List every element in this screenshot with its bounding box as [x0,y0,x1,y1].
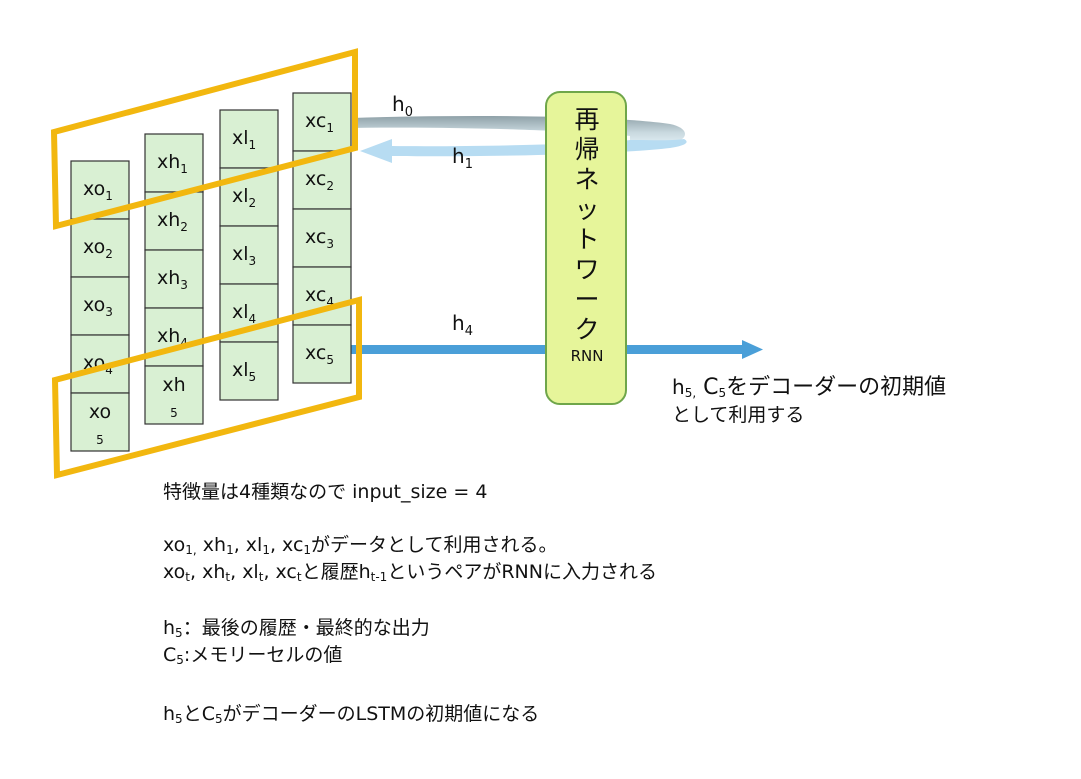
output-note-line2: として利用する [672,404,805,426]
cell-label-xc-1: xc1 [305,110,334,135]
rnn-label-char: ク [574,315,600,344]
h0-label: h0 [392,92,413,120]
input-size-text: 特徴量は4種類なので input_size = 4 [163,481,488,503]
cell-xh-5 [144,365,204,425]
h1-arrow [360,139,687,163]
data-usage-line2: xot, xht, xlt, xctと履歴ht-1というペアがRNNに入力される [163,561,657,584]
rnn-label-char: ト [574,225,600,254]
cell-xh-1 [144,133,204,193]
cell-label-xl-1: xl1 [232,127,256,152]
decoder-init-text: h5とC5がデコーダーのLSTMの初期値になる [163,703,540,726]
cell-xl-5 [219,341,279,401]
rnn-label-char: 帰 [574,135,600,164]
cell-label-xl-3: xl3 [232,243,256,268]
rnn-label-char: ー [574,285,600,314]
output-description: h5：最後の履歴・最終的な出力 C5:メモリーセルの値 [163,615,430,669]
cell-sub-xo-5: 5 [96,433,104,447]
cell-label-xo-2: xo2 [83,236,113,261]
cell-xc-1 [292,92,352,152]
c5-description: C5:メモリーセルの値 [163,644,343,667]
cell-sub-xh-5: 5 [170,406,178,420]
output-note-line1: h5, C5をデコーダーの初期値 [672,375,947,400]
cell-xl-3 [219,225,279,285]
cell-xo-3 [70,276,130,336]
cell-xc-3 [292,208,352,268]
recurrent-loop [352,116,687,163]
rnn-label-char: ワ [574,255,600,284]
cell-label-xc-2: xc2 [305,168,334,193]
first-step-highlight [50,48,358,230]
input-cells: xo1xo2xo3xo4xo5xh1xh2xh3xh4xh5xl1xl2xl3x… [70,92,352,452]
rnn-box [545,91,627,405]
rnn-label-char: ッ [574,195,600,224]
cell-label-xl-5: xl5 [232,359,256,384]
cell-xo-2 [70,218,130,278]
cell-label-xl-4: xl4 [232,301,256,326]
cell-xo-5 [70,392,130,452]
cell-label-xo-3: xo3 [83,294,113,319]
cell-label-xc-5: xc5 [305,342,334,367]
cell-label-xh-1: xh1 [157,151,188,176]
cell-label-xo-5: xo [89,401,111,423]
cell-label-xo-1: xo1 [83,178,113,203]
cell-label-xh-3: xh3 [157,267,188,292]
cell-label-xc-3: xc3 [305,226,334,251]
last-step-highlight [51,296,362,479]
rnn-label-char: 再 [574,105,600,134]
data-usage-text: xo1, xh1, xl1, xc1がデータとして利用される。 xot, xht… [163,532,657,586]
h1-label: h1 [452,144,473,172]
cell-label-xh-5: xh [162,374,185,396]
h5-description: h5：最後の履歴・最終的な出力 [163,617,430,640]
cell-xc-5 [292,324,352,384]
cell-label-xh-2: xh2 [157,209,188,234]
output-note: h5, C5をデコーダーの初期値 として利用する [672,372,946,427]
cell-label-xl-2: xl2 [232,185,256,210]
h4-label: h4 [452,311,473,339]
cell-label-xc-4: xc4 [305,284,334,309]
rnn-label-char: ネ [574,165,600,194]
rnn-label-small: RNN [570,347,604,365]
data-usage-line1: xo1, xh1, xl1, xc1がデータとして利用される。 [163,534,558,557]
rnn-label: 再帰ネットワーク RNN [548,105,626,365]
cell-xh-3 [144,249,204,309]
